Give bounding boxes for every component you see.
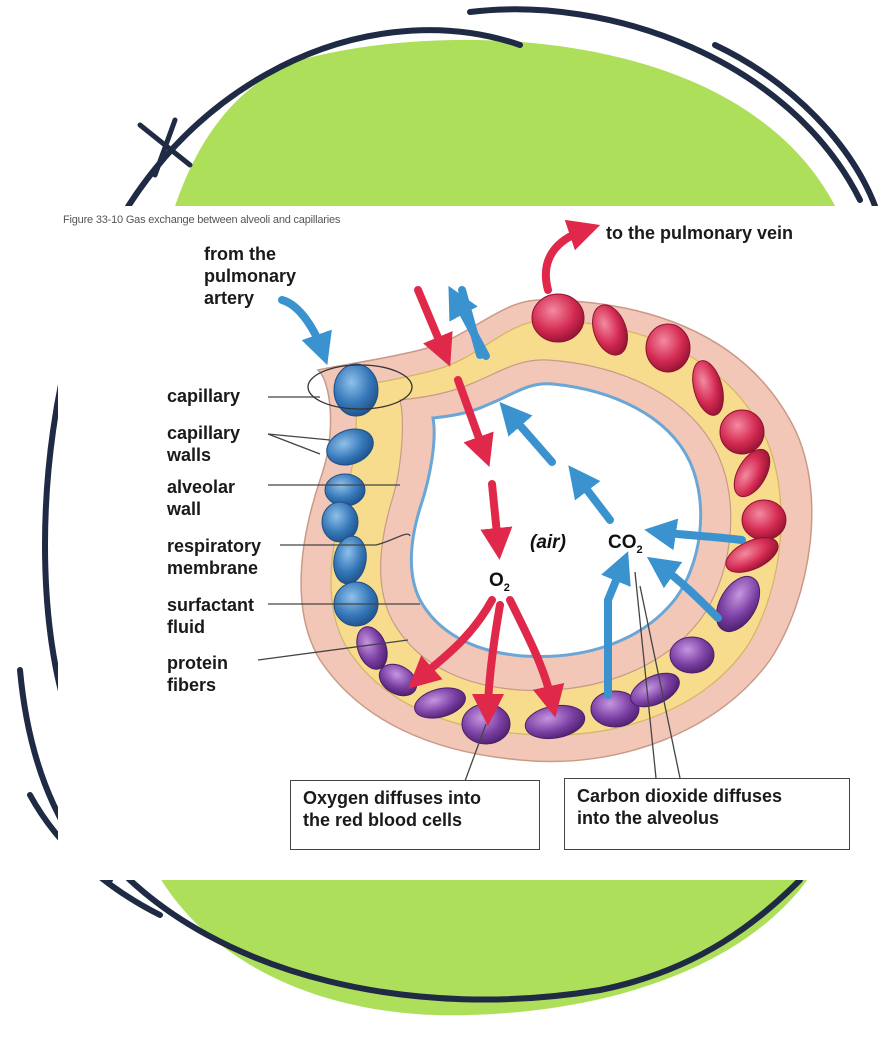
label-line: membrane bbox=[167, 557, 261, 579]
o2-symbol: O bbox=[489, 570, 504, 591]
label-line: fibers bbox=[167, 674, 228, 696]
callout-line: Oxygen diffuses into bbox=[303, 787, 527, 809]
label-surfactant-fluid: surfactant fluid bbox=[167, 594, 254, 638]
callout-line: the red blood cells bbox=[303, 809, 527, 831]
label-line: surfactant bbox=[167, 594, 254, 616]
label-capillary-walls: capillary walls bbox=[167, 422, 240, 466]
label-line: artery bbox=[204, 287, 296, 309]
label-line: protein bbox=[167, 652, 228, 674]
label-co2: CO2 bbox=[608, 532, 643, 556]
label-air: (air) bbox=[530, 532, 566, 554]
label-line: walls bbox=[167, 444, 240, 466]
callout-oxygen: Oxygen diffuses into the red blood cells bbox=[290, 780, 540, 850]
callout-carbon-dioxide: Carbon dioxide diffuses into the alveolu… bbox=[564, 778, 850, 850]
label-line: alveolar bbox=[167, 476, 235, 498]
label-alveolar-wall: alveolar wall bbox=[167, 476, 235, 520]
label-line: capillary bbox=[167, 422, 240, 444]
label-protein-fibers: protein fibers bbox=[167, 652, 228, 696]
label-to-pulmonary-vein: to the pulmonary vein bbox=[606, 222, 793, 244]
co2-symbol: CO bbox=[608, 532, 637, 553]
label-line: from the bbox=[204, 243, 296, 265]
label-respiratory-membrane: respiratory membrane bbox=[167, 535, 261, 579]
label-line: fluid bbox=[167, 616, 254, 638]
label-line: respiratory bbox=[167, 535, 261, 557]
co2-subscript: 2 bbox=[637, 544, 643, 556]
alveolus-air-space bbox=[411, 384, 700, 657]
callout-line: Carbon dioxide diffuses bbox=[577, 785, 837, 807]
callout-line: into the alveolus bbox=[577, 807, 837, 829]
label-line: pulmonary bbox=[204, 265, 296, 287]
label-line: wall bbox=[167, 498, 235, 520]
label-capillary: capillary bbox=[167, 385, 240, 407]
label-from-pulmonary-artery: from the pulmonary artery bbox=[204, 243, 296, 309]
label-o2: O2 bbox=[489, 570, 510, 594]
figure-caption: Figure 33-10 Gas exchange between alveol… bbox=[63, 214, 340, 226]
o2-subscript: 2 bbox=[504, 582, 510, 594]
